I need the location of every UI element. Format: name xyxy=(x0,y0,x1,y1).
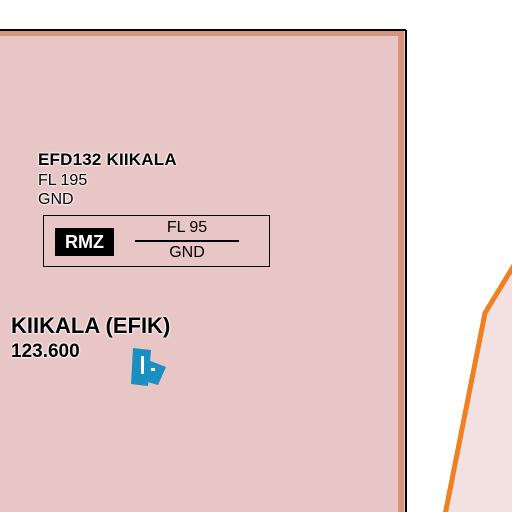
adjacent-area-border xyxy=(443,263,512,512)
danger-area-lower-limit: GND xyxy=(38,191,74,208)
aerodrome-name[interactable]: KIIKALA (EFIK) xyxy=(11,313,171,338)
rmz-limit-divider xyxy=(135,240,239,242)
danger-area-efd132 xyxy=(0,30,407,512)
danger-area-upper-limit: FL 195 xyxy=(38,172,88,189)
aerodrome-frequency: 123.600 xyxy=(11,341,80,362)
rmz-tag: RMZ xyxy=(55,228,114,256)
rmz-upper-limit: FL 95 xyxy=(166,219,208,236)
rmz-label-box xyxy=(43,215,270,267)
aerodrome-icon[interactable] xyxy=(131,348,166,386)
adjacent-area xyxy=(445,268,512,512)
danger-area-name: EFD132 KIIKALA xyxy=(38,150,177,169)
rmz-lower-limit: GND xyxy=(169,244,205,261)
